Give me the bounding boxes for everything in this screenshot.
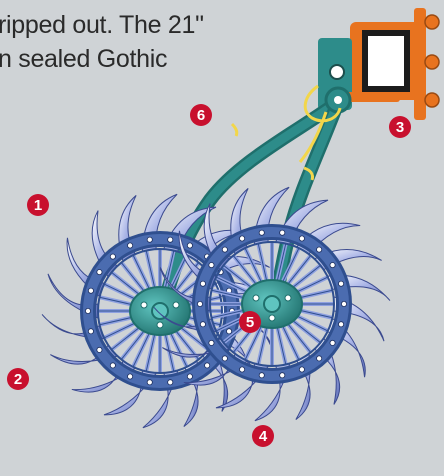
callout-5-label: 5 <box>246 314 254 331</box>
callout-2-label: 2 <box>14 371 22 388</box>
callout-6: 6 <box>190 104 212 126</box>
callout-1-label: 1 <box>34 197 42 214</box>
callout-3-label: 3 <box>396 119 404 136</box>
callout-6-label: 6 <box>197 107 205 124</box>
callout-4: 4 <box>252 425 274 447</box>
tine-wheels <box>42 187 390 428</box>
callout-1: 1 <box>27 194 49 216</box>
callout-2: 2 <box>7 368 29 390</box>
callout-4-label: 4 <box>259 428 268 445</box>
callout-3: 3 <box>389 116 411 138</box>
callout-5: 5 <box>239 311 261 333</box>
